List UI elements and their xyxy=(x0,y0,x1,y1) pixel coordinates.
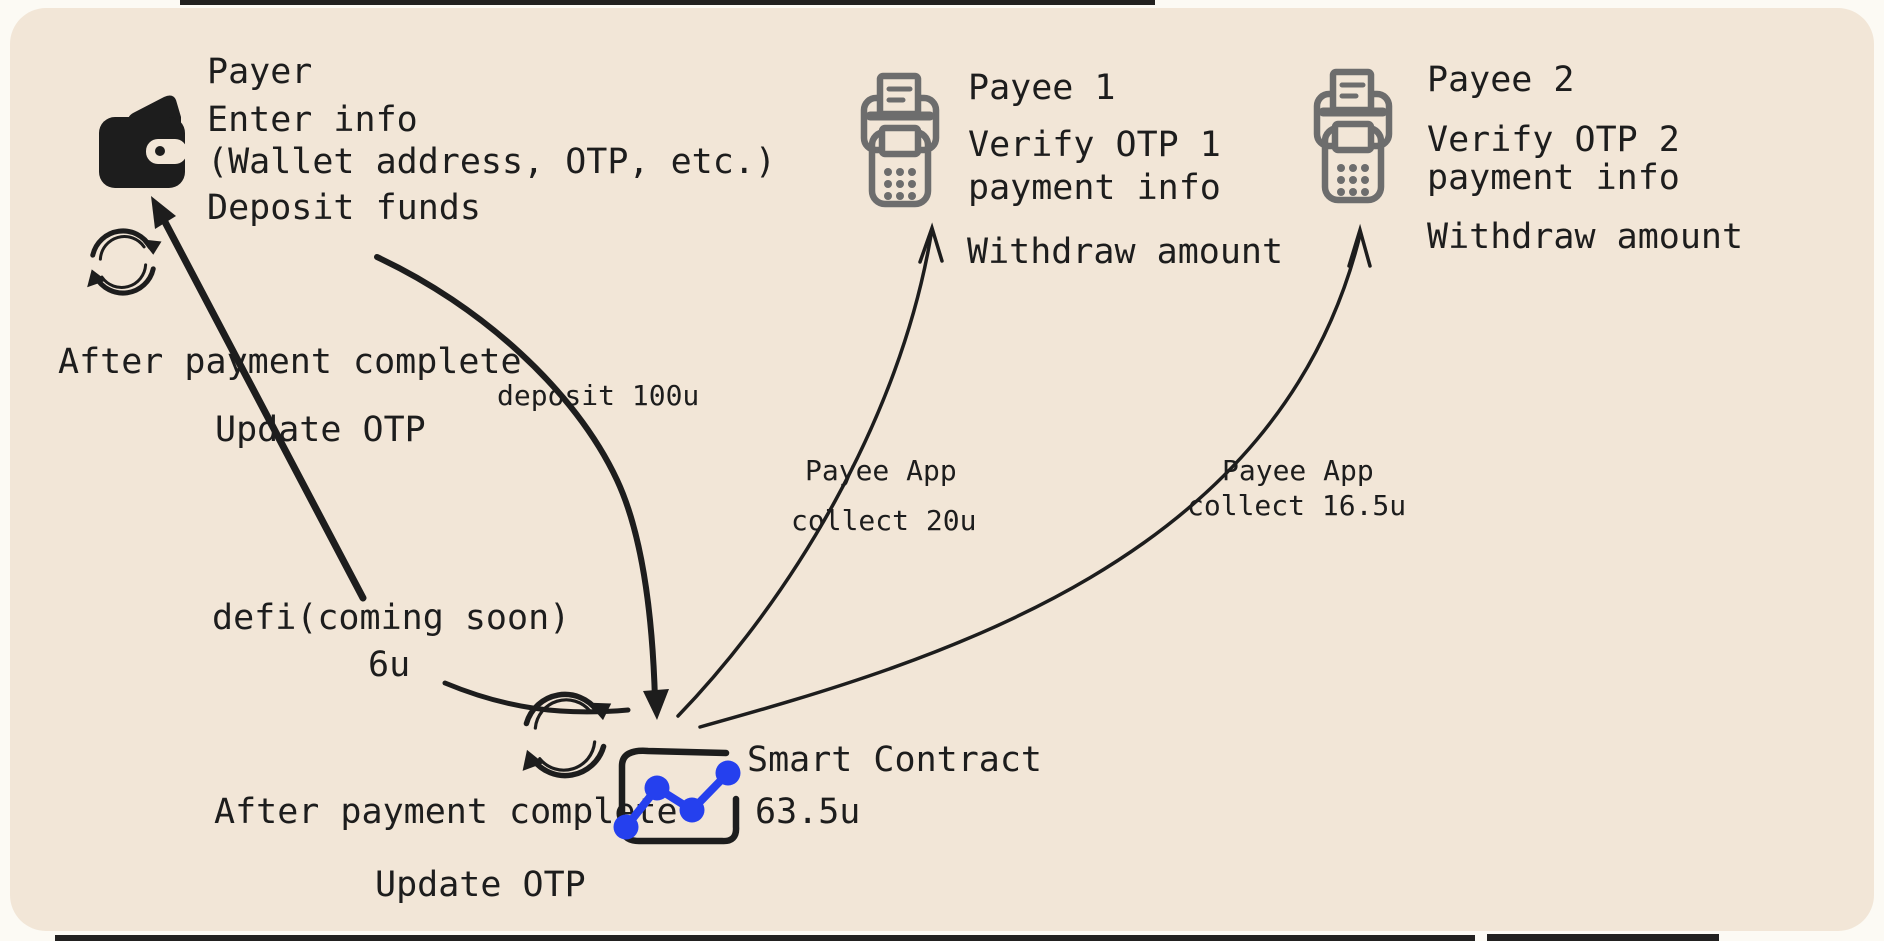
payer-after-payment-note: After payment complete xyxy=(58,342,522,382)
defi-amount-label: 6u xyxy=(368,645,411,685)
payee2-withdraw-label: Withdraw amount xyxy=(1427,217,1744,257)
contract-after-payment-note: After payment complete xyxy=(214,792,678,832)
top-edge-line xyxy=(180,0,1155,5)
payer-update-otp-note: Update OTP xyxy=(215,410,426,450)
payee1-withdraw-label: Withdraw amount xyxy=(967,232,1284,272)
smart-contract-title: Smart Contract xyxy=(747,740,1043,780)
payer-title: Payer xyxy=(207,52,313,92)
defi-label: defi(coming soon) xyxy=(212,598,571,638)
smart-contract-balance: 63.5u xyxy=(755,792,861,832)
payee1-verify-line-2: payment info xyxy=(968,168,1221,208)
payee2-collect-label-line-1: Payee App xyxy=(1222,454,1374,487)
payer-info-line-3: Deposit funds xyxy=(207,188,481,228)
payer-info-line-2: (Wallet address, OTP, etc.) xyxy=(207,142,776,182)
payee2-collect-label-line-2: collect 16.5u xyxy=(1187,489,1407,522)
payee1-collect-label-line-2: collect 20u xyxy=(791,504,977,537)
contract-update-otp-note: Update OTP xyxy=(375,865,586,905)
bottom-edge-line xyxy=(55,935,1475,941)
payee1-verify-line-1: Verify OTP 1 xyxy=(968,125,1221,165)
payee1-title: Payee 1 xyxy=(968,68,1116,108)
payee2-verify-line-1: Verify OTP 2 xyxy=(1427,120,1680,160)
bottom-edge-line-2 xyxy=(1487,934,1719,941)
payee2-verify-line-2: payment info xyxy=(1427,158,1680,198)
deposit-edge-label: deposit 100u xyxy=(497,379,700,412)
payee1-collect-label-line-1: Payee App xyxy=(805,454,957,487)
payer-info-line-1: Enter info xyxy=(207,100,418,140)
payee2-title: Payee 2 xyxy=(1427,60,1575,100)
